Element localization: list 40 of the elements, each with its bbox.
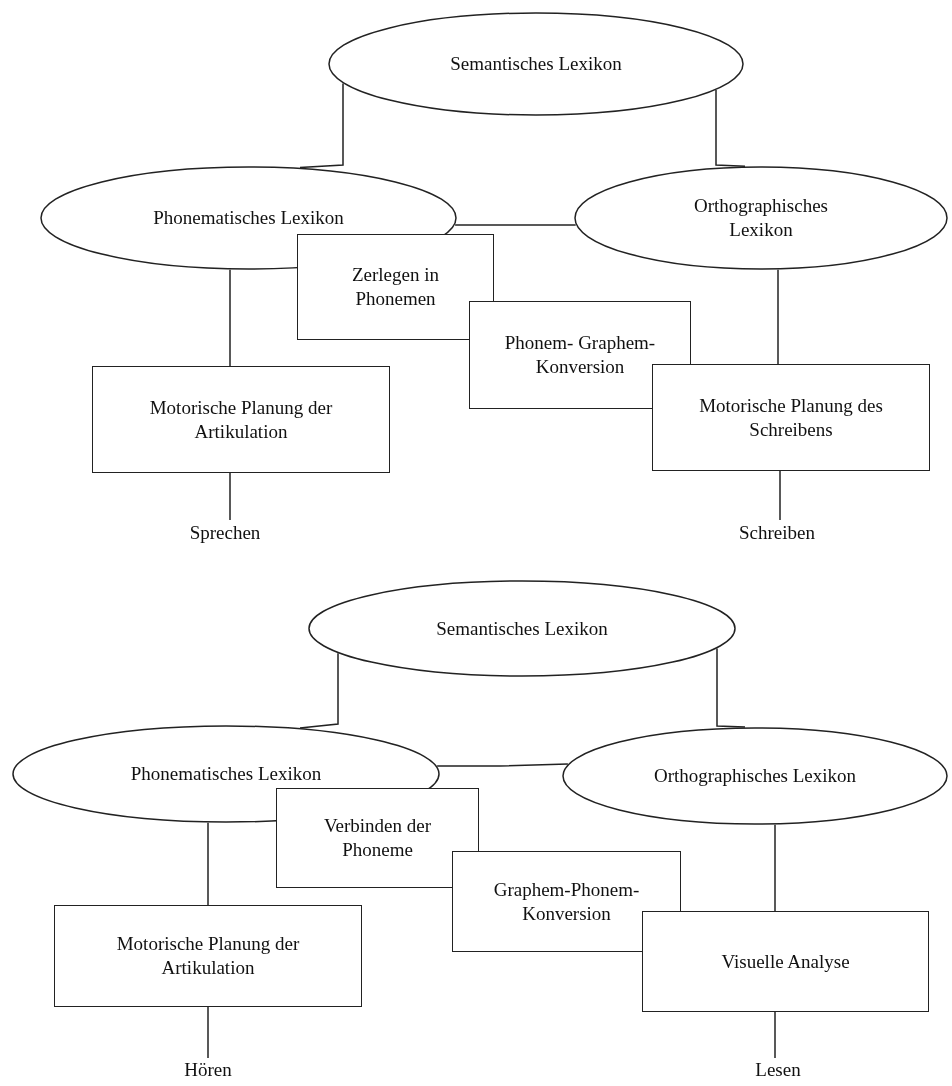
connector-line (229, 269, 231, 367)
output-label: Schreiben (722, 518, 832, 548)
connector-line (299, 82, 344, 169)
node-label: Semantisches Lexikon (449, 52, 623, 76)
node-label: Phonematisches Lexikon (129, 762, 323, 786)
node-label: Semantisches Lexikon (435, 616, 609, 641)
box-label: Motorische Planung der Artikulation (115, 932, 301, 980)
box-label: Zerlegen in Phonemen (350, 263, 440, 311)
box-label: Motorische Planung des Schreibens (698, 393, 884, 442)
connector-line (716, 647, 746, 728)
connector-line (774, 824, 776, 912)
box-label: Graphem-Phonem- Konversion (492, 877, 641, 926)
process-box (92, 366, 390, 473)
connector-line (774, 1011, 776, 1059)
connector-line (299, 652, 339, 729)
process-box (469, 301, 691, 409)
process-box (297, 234, 494, 340)
output-label: Hören (158, 1056, 258, 1084)
process-box (642, 911, 929, 1012)
connector-line (779, 470, 781, 521)
connector-line (207, 822, 209, 906)
process-box (54, 905, 362, 1007)
connector-line (454, 224, 577, 226)
node-label: Orthographisches Lexikon (693, 194, 829, 242)
box-label: Motorische Planung der Artikulation (148, 395, 334, 444)
process-box (276, 788, 479, 888)
box-label: Phonem- Graphem- Konversion (503, 331, 657, 379)
node-label: Orthographisches Lexikon (652, 764, 858, 788)
process-box (452, 851, 681, 952)
connector-line (229, 472, 231, 521)
box-label: Visuelle Analyse (720, 949, 851, 974)
node-label: Phonematisches Lexikon (152, 206, 345, 230)
connector-line (777, 269, 779, 365)
connector-line (436, 763, 569, 767)
connector-line (207, 1006, 209, 1059)
box-label: Verbinden der Phoneme (322, 814, 433, 862)
output-label: Lesen (728, 1056, 828, 1084)
connector-line (715, 89, 746, 167)
process-box (652, 364, 930, 471)
output-label: Sprechen (170, 518, 280, 548)
